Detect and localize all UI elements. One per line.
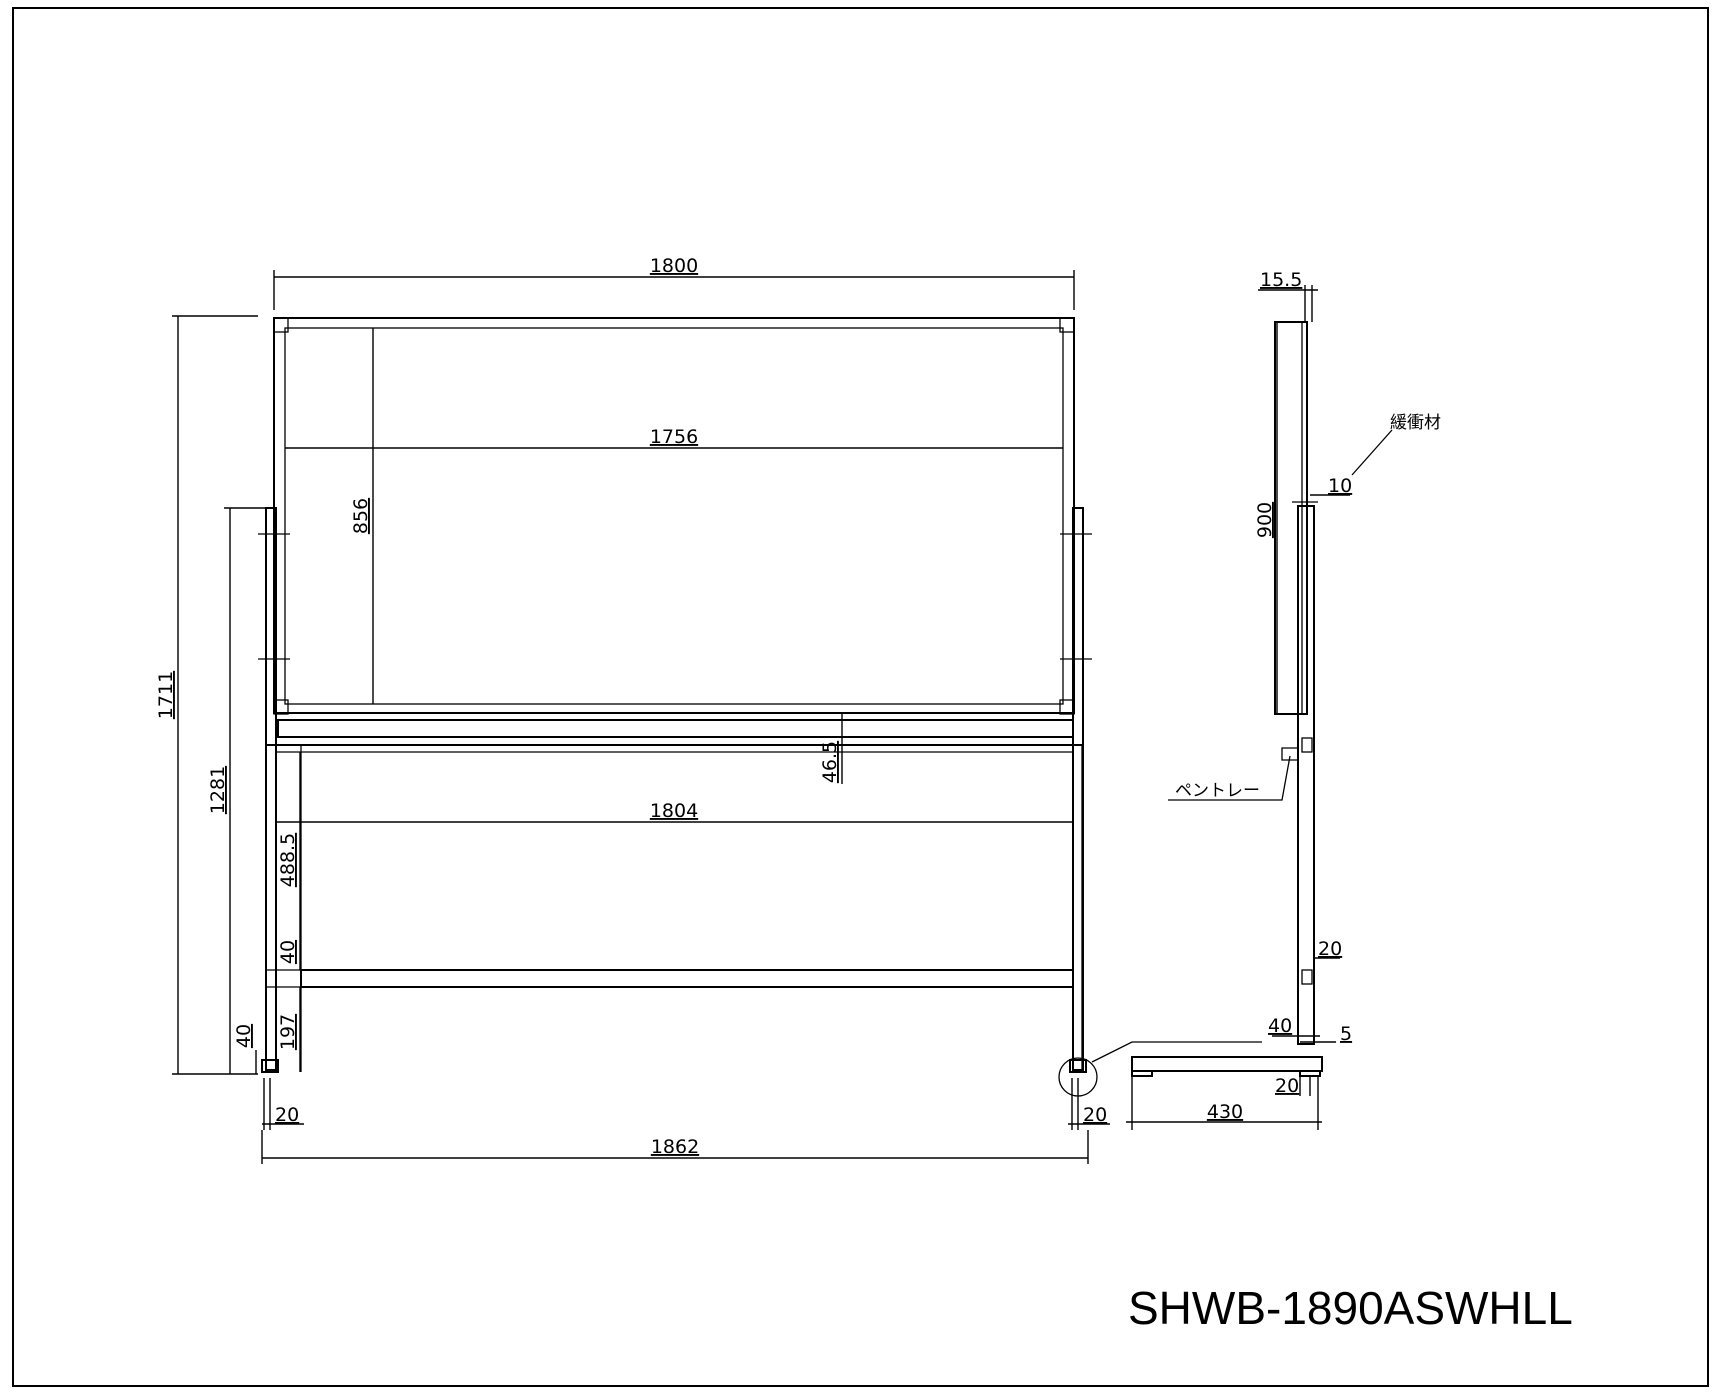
svg-text:20: 20 <box>1083 1104 1107 1126</box>
model-number: SHWB-1890ASWHLL <box>1128 1282 1573 1334</box>
corner-cap <box>273 317 289 333</box>
dim-40-side: 40 <box>1268 1015 1320 1037</box>
svg-text:1756: 1756 <box>650 426 698 448</box>
side-pen-tray <box>1281 747 1299 761</box>
pen-tray-label: ペントレー <box>1168 755 1291 801</box>
svg-text:40: 40 <box>277 940 299 964</box>
corner-cap <box>1059 317 1075 333</box>
dim-1804: 1804 <box>276 800 1073 823</box>
dim-20-mid: 20 <box>1314 938 1342 960</box>
side-base <box>1131 1056 1323 1072</box>
corner-cap <box>273 699 289 715</box>
dim-856: 856 <box>350 328 374 704</box>
dim-1756: 1756 <box>285 426 1063 449</box>
svg-text:10: 10 <box>1328 475 1352 497</box>
svg-text:15.5: 15.5 <box>1260 269 1302 291</box>
svg-text:488.5: 488.5 <box>277 833 299 887</box>
svg-text:1862: 1862 <box>651 1136 699 1158</box>
dim-197: 197 <box>277 987 301 1072</box>
board-frame-inner <box>284 327 1064 705</box>
dim-1800: 1800 <box>273 255 1075 310</box>
detail-leader <box>1091 1041 1262 1063</box>
svg-text:1281: 1281 <box>207 766 229 814</box>
svg-text:5: 5 <box>1340 1023 1352 1045</box>
dim-40-bar: 40 <box>277 940 299 964</box>
dim-20-bottom: 20 <box>1275 1075 1311 1097</box>
svg-text:20: 20 <box>1318 938 1342 960</box>
front-view: 1800 1756 856 1711 1281 46.5 <box>155 255 1110 1164</box>
svg-text:1804: 1804 <box>650 800 698 822</box>
corner-cap <box>1059 699 1075 715</box>
cushion-label: 緩衝材 <box>1351 413 1441 476</box>
svg-text:46.5: 46.5 <box>819 741 841 783</box>
dim-1711: 1711 <box>155 315 258 1075</box>
dim-15-5: 15.5 <box>1258 269 1318 322</box>
side-board <box>1274 321 1308 715</box>
side-view: 15.5 緩衝材 10 900 ペントレー 20 40 <box>1126 269 1441 1130</box>
svg-text:20: 20 <box>1275 1075 1299 1097</box>
svg-text:40: 40 <box>233 1024 255 1048</box>
dim-900: 900 <box>1254 322 1278 714</box>
dim-20-right: 20 <box>1068 1078 1110 1130</box>
right-foot <box>1069 1059 1087 1073</box>
svg-text:1800: 1800 <box>650 255 698 277</box>
svg-text:40: 40 <box>1268 1015 1292 1037</box>
dim-1862: 1862 <box>261 1130 1089 1164</box>
side-post <box>1297 505 1315 1045</box>
svg-text:20: 20 <box>275 1104 299 1126</box>
dim-488-5: 488.5 <box>277 752 301 970</box>
svg-text:900: 900 <box>1254 502 1276 538</box>
svg-text:197: 197 <box>277 1014 299 1050</box>
svg-text:856: 856 <box>350 498 372 534</box>
dim-46-5: 46.5 <box>819 712 843 784</box>
dim-10: 10 <box>1310 475 1352 497</box>
dim-430: 430 <box>1126 1076 1322 1130</box>
dim-20-left: 20 <box>262 1078 304 1130</box>
svg-text:1711: 1711 <box>155 671 177 719</box>
lower-crossbar <box>300 969 1074 988</box>
dim-40-foot: 40 <box>233 1024 257 1074</box>
dim-5: 5 <box>1300 1023 1352 1045</box>
board-frame-outer <box>273 317 1075 714</box>
left-foot <box>261 1059 279 1073</box>
dim-1281: 1281 <box>207 507 266 1074</box>
svg-text:ペントレー: ペントレー <box>1175 781 1260 801</box>
pen-tray <box>277 719 1074 738</box>
drawing-border <box>12 7 1709 1387</box>
svg-text:430: 430 <box>1207 1101 1243 1123</box>
svg-text:緩衝材: 緩衝材 <box>1390 413 1441 433</box>
